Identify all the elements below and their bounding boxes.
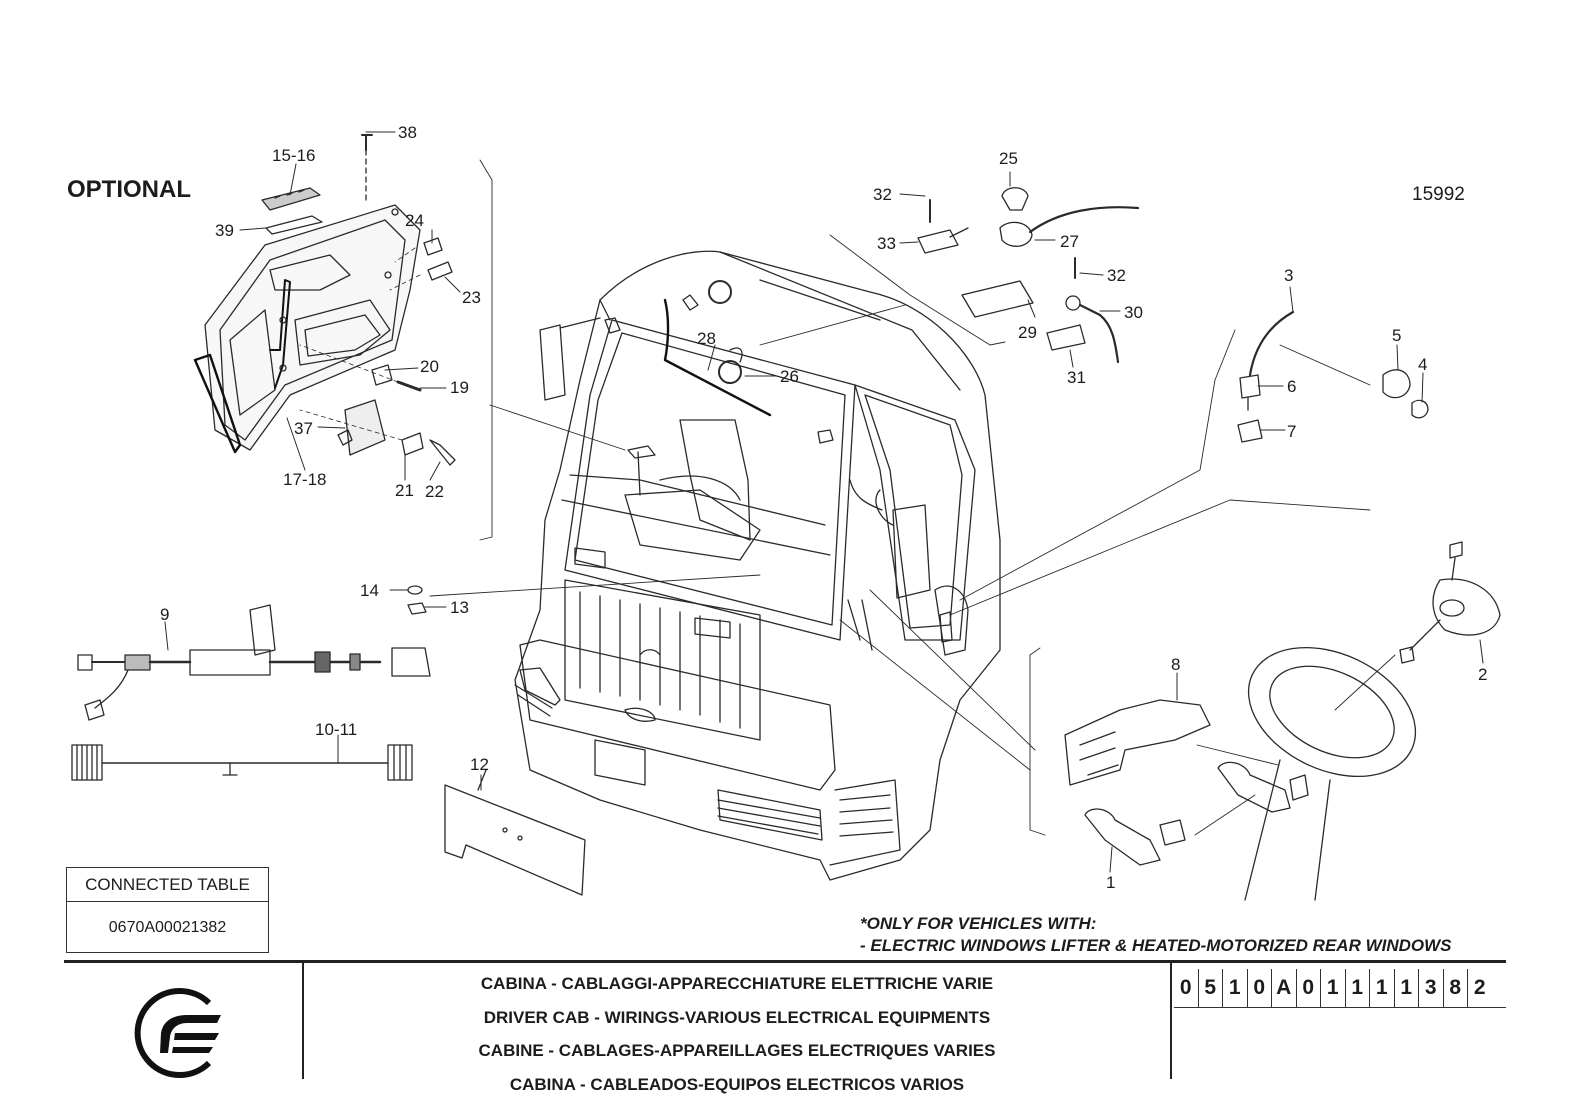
figure-number: 15992 [1412, 184, 1465, 205]
title-block-divider-right [1170, 962, 1172, 1079]
callout-17-18: 17-18 [283, 470, 327, 489]
nuts-13-14 [407, 585, 427, 615]
callout-9: 9 [160, 605, 170, 624]
callout-14: 14 [360, 581, 379, 600]
code-digit: 1 [1223, 969, 1248, 1007]
cab-body [514, 250, 1001, 881]
code-digit: A [1272, 969, 1297, 1007]
callout-8: 8 [1171, 655, 1181, 674]
label-ticks [164, 131, 1484, 873]
callout-22: 22 [425, 482, 444, 501]
harness-10-11 [71, 744, 413, 781]
connected-table-header: CONNECTED TABLE [67, 868, 268, 902]
callout-23: 23 [462, 288, 481, 307]
callout-19: 19 [450, 378, 469, 397]
callout-7: 7 [1287, 422, 1297, 441]
callout-33: 33 [877, 234, 896, 253]
harness-9 [77, 604, 431, 721]
callout-20: 20 [420, 357, 439, 376]
callout-2: 2 [1478, 665, 1488, 684]
title-english: DRIVER CAB - WIRINGS-VARIOUS ELECTRICAL … [483, 1007, 991, 1027]
brand-logo-icon [134, 988, 221, 1078]
callout-21: 21 [395, 481, 414, 500]
title-block-top-rule [64, 960, 1506, 963]
code-digit: 1 [1346, 969, 1370, 1007]
leader-lines [429, 159, 1396, 836]
sensor-parts [1237, 310, 1429, 443]
callout-24: 24 [405, 211, 424, 230]
callout-30: 30 [1124, 303, 1143, 322]
connected-table: CONNECTED TABLE 0670A00021382 [66, 867, 269, 953]
callout-4: 4 [1418, 355, 1428, 374]
code-digit: 8 [1444, 969, 1468, 1007]
callout-26: 26 [780, 367, 799, 386]
callout-27: 27 [1060, 232, 1079, 251]
optional-heading: OPTIONAL [67, 176, 191, 203]
code-digit: 5 [1199, 969, 1223, 1007]
note-line-2: - ELECTRIC WINDOWS LIFTER & HEATED-MOTOR… [860, 936, 1452, 955]
callout-28: 28 [697, 329, 716, 348]
roof-parts [917, 187, 1140, 364]
code-digit: 0 [1297, 969, 1321, 1007]
callout-15-16: 15-16 [272, 146, 316, 165]
callout-13: 13 [450, 598, 469, 617]
door-panel-assembly [193, 134, 456, 466]
callout-6: 6 [1287, 377, 1297, 396]
connected-table-value: 0670A00021382 [108, 919, 227, 936]
title-french: CABINE - CABLAGES-APPAREILLAGES ELECTRIQ… [478, 1041, 996, 1060]
steering-assembly [1064, 541, 1501, 901]
callout-1: 1 [1106, 873, 1116, 892]
title-block: CABINA - CABLAGGI-APPARECCHIATURE ELETTR… [0, 960, 1579, 1116]
code-digit: 1 [1370, 969, 1395, 1007]
code-digit: 3 [1419, 969, 1444, 1007]
callout-5: 5 [1392, 326, 1402, 345]
callout-38: 38 [398, 123, 417, 142]
plate-12 [444, 769, 586, 896]
callout-32b: 32 [1107, 266, 1126, 285]
title-block-divider-left [302, 962, 304, 1079]
note-line-1: *ONLY FOR VEHICLES WITH: [860, 914, 1097, 933]
callout-29: 29 [1018, 323, 1037, 342]
callout-3: 3 [1284, 266, 1294, 285]
callout-39: 39 [215, 221, 234, 240]
callout-12: 12 [470, 755, 489, 774]
code-digit: 1 [1395, 969, 1419, 1007]
callout-25: 25 [999, 149, 1018, 168]
callout-31: 31 [1067, 368, 1086, 387]
title-italian: CABINA - CABLAGGI-APPARECCHIATURE ELETTR… [480, 974, 994, 993]
title-lines: CABINA - CABLAGGI-APPARECCHIATURE ELETTR… [304, 972, 1170, 1106]
code-digit: 0 [1174, 969, 1199, 1007]
callout-32a: 32 [873, 185, 892, 204]
title-spanish: CABINA - CABLEADOS-EQUIPOS ELECTRICOS VA… [509, 1074, 965, 1094]
callout-10-11: 10-11 [315, 720, 358, 739]
code-digit: 1 [1321, 969, 1346, 1007]
code-digit: 0 [1248, 969, 1272, 1007]
code-digit: 2 [1473, 976, 1486, 999]
vehicle-note: *ONLY FOR VEHICLES WITH: - ELECTRIC WIND… [860, 913, 1452, 957]
callout-37: 37 [294, 419, 313, 438]
